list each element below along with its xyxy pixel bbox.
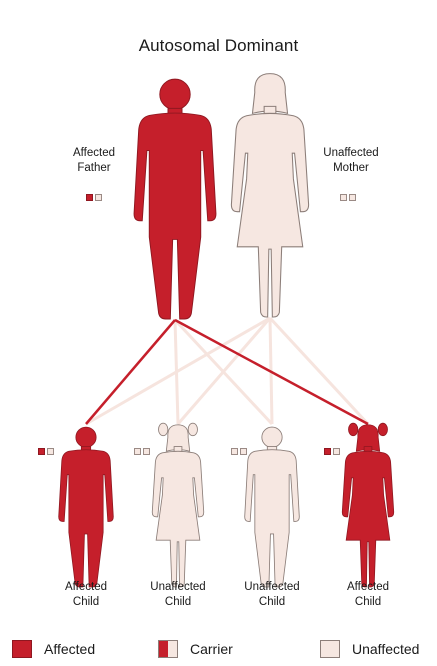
- mother-alleles: [340, 194, 356, 201]
- allele-recessive-icon: [95, 194, 102, 201]
- mother-label-line2: Mother: [309, 161, 393, 176]
- line-mother-child4: [270, 318, 368, 424]
- allele-recessive-icon: [349, 194, 356, 201]
- legend-affected-label: Affected: [44, 641, 95, 657]
- allele-recessive-icon: [47, 448, 54, 455]
- father-label: Affected Father: [56, 146, 132, 176]
- child2-label-line2: Child: [136, 595, 220, 610]
- mother-figure: [231, 74, 308, 317]
- legend-carrier: Carrier: [158, 640, 233, 658]
- allele-dominant-icon: [324, 448, 331, 455]
- child2-figure: [152, 423, 203, 587]
- unaffected-swatch-icon: [320, 640, 340, 658]
- allele-dominant-icon: [86, 194, 93, 201]
- legend-carrier-label: Carrier: [190, 641, 233, 657]
- child2-alleles: [134, 448, 150, 455]
- legend-unaffected-label: Unaffected: [352, 641, 419, 657]
- allele-recessive-icon: [240, 448, 247, 455]
- child3-alleles: [231, 448, 247, 455]
- child1-figure: [59, 427, 114, 587]
- child4-label: Affected Child: [330, 580, 406, 610]
- father-label-line2: Father: [56, 161, 132, 176]
- allele-recessive-icon: [231, 448, 238, 455]
- father-figure: [134, 79, 216, 319]
- line-father-child1: [86, 320, 175, 424]
- child1-label-line1: Affected: [48, 580, 124, 595]
- inheritance-lines: [86, 318, 368, 424]
- child3-label-line1: Unaffected: [230, 580, 314, 595]
- child1-label: Affected Child: [48, 580, 124, 610]
- child4-label-line1: Affected: [330, 580, 406, 595]
- father-alleles: [86, 194, 102, 201]
- child4-alleles: [324, 448, 340, 455]
- allele-recessive-icon: [340, 194, 347, 201]
- legend-unaffected: Unaffected: [320, 640, 419, 658]
- allele-recessive-icon: [134, 448, 141, 455]
- child2-label: Unaffected Child: [136, 580, 220, 610]
- allele-dominant-icon: [38, 448, 45, 455]
- child1-alleles: [38, 448, 54, 455]
- child2-label-line1: Unaffected: [136, 580, 220, 595]
- mother-label: Unaffected Mother: [309, 146, 393, 176]
- child3-figure: [245, 427, 300, 587]
- allele-recessive-icon: [333, 448, 340, 455]
- child4-label-line2: Child: [330, 595, 406, 610]
- carrier-swatch-icon: [158, 640, 178, 658]
- mother-label-line1: Unaffected: [309, 146, 393, 161]
- father-label-line1: Affected: [56, 146, 132, 161]
- child4-figure: [342, 423, 393, 587]
- allele-recessive-icon: [143, 448, 150, 455]
- child3-label: Unaffected Child: [230, 580, 314, 610]
- affected-swatch-icon: [12, 640, 32, 658]
- legend-affected: Affected: [12, 640, 95, 658]
- child1-label-line2: Child: [48, 595, 124, 610]
- child3-label-line2: Child: [230, 595, 314, 610]
